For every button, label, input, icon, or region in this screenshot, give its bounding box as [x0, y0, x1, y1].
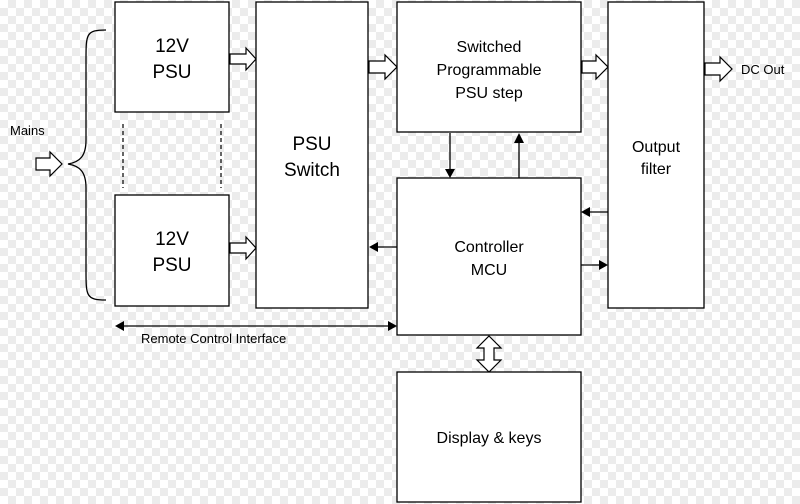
psu-bottom-to-switch-arrow [229, 235, 257, 261]
programmable-to-controller-head [445, 169, 455, 178]
output-filter-block: Output filter [607, 1, 705, 309]
output-filter-line1: Output [632, 139, 681, 156]
display-keys-block: Display & keys [396, 371, 582, 503]
psu-bottom-line1: 12V [155, 229, 189, 250]
psu-top-line1: 12V [155, 36, 189, 57]
psu-bottom-line2: PSU [152, 255, 191, 276]
psu-bottom-block: 12V PSU [114, 194, 230, 307]
switch-to-programmable-arrow [368, 53, 398, 81]
programmable-to-filter-arrow [581, 53, 609, 81]
output-filter-line2: filter [641, 161, 672, 178]
display-keys-label: Display & keys [437, 430, 542, 447]
switched-psu-line2: Programmable [437, 62, 542, 79]
controller-line1: Controller [454, 239, 524, 256]
filter-to-controller-head [581, 207, 590, 217]
mains-label: Mains [10, 123, 45, 138]
controller-line2: MCU [471, 262, 507, 279]
psu-top-block: 12V PSU [114, 1, 230, 113]
psu-switch-block: PSU Switch [255, 1, 369, 309]
controller-to-switch-head [369, 242, 378, 252]
controller-to-programmable-head [514, 133, 524, 143]
controller-to-filter-head [599, 260, 608, 270]
switched-psu-line1: Switched [457, 39, 522, 56]
psu-switch-line2: Switch [284, 160, 340, 181]
remote-interface-head-right [388, 321, 397, 331]
switched-psu-block: Switched Programmable PSU step [396, 1, 582, 133]
psu-top-to-switch-arrow [229, 46, 257, 72]
mains-brace [67, 29, 107, 301]
controller-display-arrow [475, 335, 503, 373]
dc-out-arrow [704, 55, 733, 83]
remote-interface-label: Remote Control Interface [141, 331, 286, 346]
remote-interface-head-left [115, 321, 124, 331]
controller-block: Controller MCU [396, 177, 582, 336]
psu-top-line2: PSU [152, 62, 191, 83]
dc-out-label: DC Out [741, 62, 785, 77]
switched-psu-line3: PSU step [455, 85, 523, 102]
mains-arrow [35, 150, 63, 178]
psu-switch-line1: PSU [292, 134, 331, 155]
